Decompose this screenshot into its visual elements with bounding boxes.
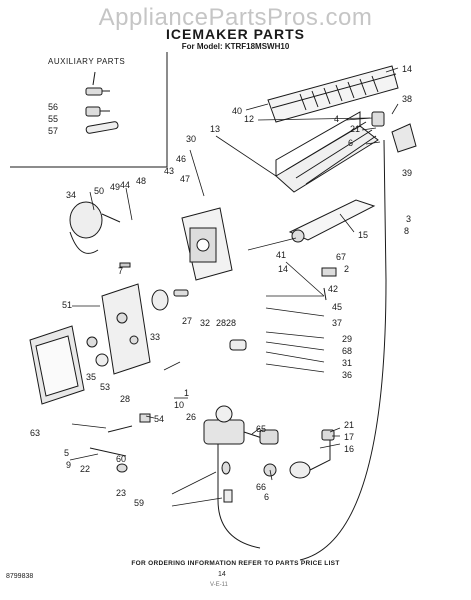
callout-6: 6 (348, 138, 353, 148)
aux-callout-57: 57 (48, 126, 58, 136)
callout-31: 31 (342, 358, 352, 368)
shutoff-arm-assembly (299, 111, 417, 561)
callout-51: 51 (62, 300, 72, 310)
callout-53: 53 (100, 382, 110, 392)
callout-21: 21 (344, 420, 354, 430)
callout-12: 12 (244, 114, 254, 124)
part-57-tube (85, 121, 119, 134)
revision-stamp: V-E-11 (210, 582, 228, 588)
callout-41: 41 (276, 250, 286, 260)
callout-65: 65 (256, 424, 266, 434)
watermark-text: AppliancePartsPros.com (98, 4, 373, 31)
callout-26: 26 (186, 412, 196, 422)
ordering-note: FOR ORDERING INFORMATION REFER TO PARTS … (131, 560, 340, 567)
callout-36: 36 (342, 370, 352, 380)
heater-assembly (288, 199, 376, 243)
callout-10: 10 (174, 400, 184, 410)
loose-hardware (86, 262, 337, 503)
callout-42: 42 (328, 284, 338, 294)
callout-7: 7 (118, 266, 123, 276)
document-number: 8799838 (6, 573, 34, 580)
callout-14: 14 (278, 264, 288, 274)
callout-6: 6 (264, 492, 269, 502)
callout-66: 66 (256, 482, 266, 492)
aux-callout-55: 55 (48, 114, 58, 124)
water-valve-assembly (203, 405, 335, 549)
callout-35: 35 (86, 372, 96, 382)
callout-17: 17 (344, 432, 354, 442)
diagram-title: ICEMAKER PARTS (166, 26, 305, 42)
auxiliary-parts-title: AUXILIARY PARTS (48, 57, 126, 66)
callout-67: 67 (336, 252, 346, 262)
callout-63: 63 (30, 428, 40, 438)
callout-47: 47 (180, 174, 190, 184)
callout-29: 29 (342, 334, 352, 344)
callout-27: 27 (182, 316, 192, 326)
callout-59: 59 (134, 498, 144, 508)
callout-28: 28 (216, 318, 226, 328)
aux-callout-layer: 56 55 57 (48, 102, 58, 136)
callout-21: 21 (350, 124, 360, 134)
mounting-plate-part-51 (101, 283, 151, 375)
part-56-fitting (85, 87, 110, 96)
callout-28: 28 (120, 394, 130, 404)
callout-45: 45 (332, 302, 342, 312)
callout-48: 48 (136, 176, 146, 186)
front-cover-part-54 (29, 325, 85, 405)
callout-2: 2 (344, 264, 349, 274)
callout-38: 38 (402, 94, 412, 104)
callout-49: 49 (110, 182, 120, 192)
callout-3: 3 (406, 214, 411, 224)
control-housing (181, 207, 233, 281)
leader-lines (69, 67, 399, 507)
callout-32: 32 (200, 318, 210, 328)
callout-23: 23 (116, 488, 126, 498)
ice-mold-assembly (267, 65, 399, 193)
callout-34: 34 (66, 190, 76, 200)
callout-14: 14 (402, 64, 412, 74)
callout-37: 37 (332, 318, 342, 328)
callout-43: 43 (164, 166, 174, 176)
model-line: For Model: KTRF18MSWH10 (181, 42, 290, 51)
callout-9: 9 (66, 460, 71, 470)
callout-54: 54 (154, 414, 164, 424)
callout-40: 40 (232, 106, 242, 116)
callout-8: 8 (404, 226, 409, 236)
callout-33: 33 (150, 332, 160, 342)
callout-50: 50 (94, 186, 104, 196)
callout-13: 13 (210, 124, 220, 134)
callout-22: 22 (80, 464, 90, 474)
page-number: 14 (218, 571, 226, 578)
callout-30: 30 (186, 134, 196, 144)
auxiliary-parts-box (10, 52, 168, 168)
part-55-fitting (85, 106, 110, 117)
motor-part-34 (69, 201, 121, 254)
aux-callout-56: 56 (48, 102, 58, 112)
callout-5: 5 (64, 448, 69, 458)
callout-68: 68 (342, 346, 352, 356)
callout-1: 1 (184, 388, 189, 398)
callout-44: 44 (120, 180, 130, 190)
callout-16: 16 (344, 444, 354, 454)
callout-60: 60 (116, 454, 126, 464)
callout-28: 28 (226, 318, 236, 328)
callout-4: 4 (334, 114, 339, 124)
callout-46: 46 (176, 154, 186, 164)
callout-15: 15 (358, 230, 368, 240)
callout-39: 39 (402, 168, 412, 178)
